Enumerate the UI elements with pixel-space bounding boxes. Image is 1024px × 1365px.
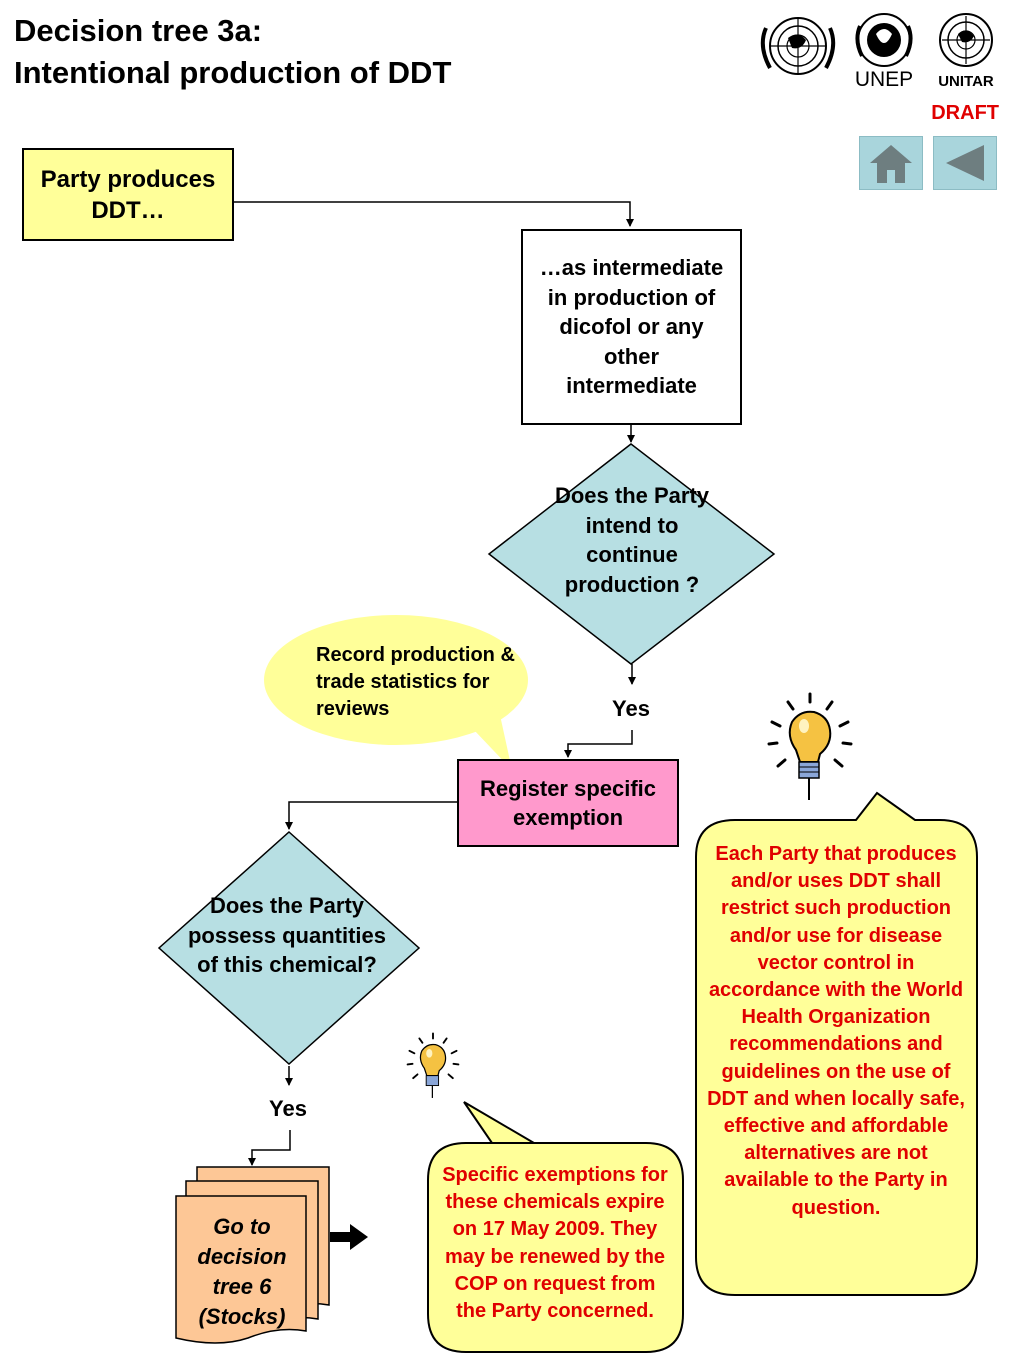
who-note-text: Each Party that produces and/or uses DDT… bbox=[707, 843, 965, 1219]
page-title: Decision tree 3a: Intentional production… bbox=[14, 10, 451, 94]
goto-document-stack bbox=[175, 1166, 330, 1344]
logos: UNEP UNITAR bbox=[760, 13, 994, 91]
register-exemption-box: Register specific exemption bbox=[457, 759, 679, 847]
home-button[interactable] bbox=[859, 136, 923, 190]
connector-yes-to-register bbox=[564, 730, 633, 758]
intermediate-box: …as intermediate in production of dicofo… bbox=[521, 229, 742, 425]
home-icon bbox=[870, 145, 912, 183]
back-button[interactable] bbox=[933, 136, 997, 190]
draft-label: DRAFT bbox=[931, 102, 999, 124]
yes-label-possess: Yes bbox=[269, 1096, 307, 1121]
unep-emblem-icon: UNEP bbox=[855, 13, 913, 91]
title-line-2: Intentional production of DDT bbox=[14, 55, 452, 90]
decision-diamond-continue bbox=[487, 443, 776, 665]
party-produces-text: Party produces DDT… bbox=[40, 165, 216, 224]
record-bubble-text: Record production & trade statistics for… bbox=[316, 644, 515, 720]
goto-tree6-text[interactable]: Go to decision tree 6 (Stocks) bbox=[197, 1214, 287, 1329]
connector-yes-to-goto bbox=[248, 1130, 291, 1166]
connector-register-to-possess bbox=[285, 801, 458, 830]
expiry-note-text: Specific exemptions for these chemicals … bbox=[442, 1164, 668, 1323]
decision-diamond-possess bbox=[157, 830, 421, 1066]
decision-possess-text: Does the Party possess quantities of thi… bbox=[187, 893, 387, 977]
lightbulb-icon bbox=[767, 692, 853, 800]
un-emblem-icon bbox=[760, 17, 836, 75]
register-exemption-text: Register specific exemption bbox=[479, 775, 657, 831]
go-arrow-icon bbox=[330, 1224, 368, 1250]
decision-continue-text: Does the Party intend to continue produc… bbox=[554, 483, 710, 597]
record-bubble-tail bbox=[455, 706, 512, 770]
unitar-label: UNITAR bbox=[938, 73, 994, 90]
party-produces-box: Party produces DDT… bbox=[22, 148, 234, 241]
unitar-emblem-icon: UNITAR bbox=[938, 13, 994, 90]
expiry-callout-shape bbox=[427, 1101, 684, 1353]
who-callout-shape bbox=[695, 791, 978, 1296]
unep-label: UNEP bbox=[855, 68, 913, 91]
yes-label-continue: Yes bbox=[612, 696, 650, 721]
title-line-1: Decision tree 3a: bbox=[14, 13, 263, 48]
lightbulb-icon bbox=[406, 1032, 460, 1098]
connector-produces-to-intermediate bbox=[234, 201, 634, 227]
back-triangle-icon bbox=[946, 145, 984, 181]
intermediate-text: …as intermediate in production of dicofo… bbox=[539, 255, 724, 399]
